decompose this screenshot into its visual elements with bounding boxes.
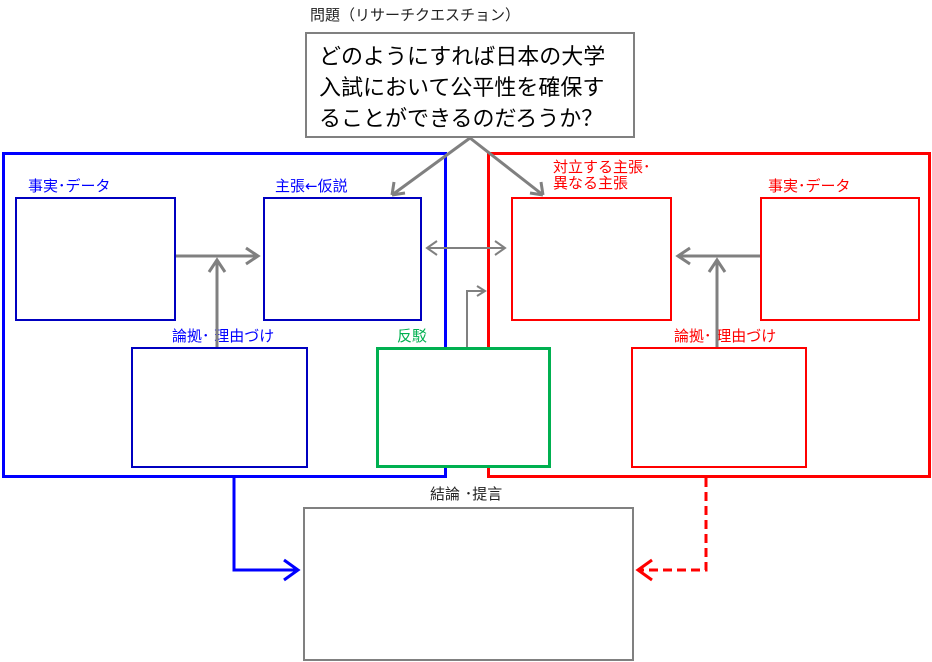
left-facts-label: 事実･データ [28, 177, 111, 195]
conclusion-label: 結論 ･提言 [430, 485, 503, 503]
counter-claim-label-line: 異なる主張 [553, 174, 629, 192]
right-panel [487, 152, 931, 478]
counter-claim-label-line: 対立する主張･ [553, 158, 651, 176]
right-to-conclusion-dashed-arrow [640, 478, 708, 572]
right-warrant-label: 論拠･ 理由づけ [674, 327, 777, 345]
counter-claim-box [511, 197, 672, 321]
question-box: どのようにすれば日本の大学 入試において公平性を確保す ることができるのだろうか… [305, 32, 635, 138]
rebuttal-label: 反駁 [397, 327, 428, 345]
right-to-conclusion-arrowhead [635, 558, 653, 582]
counter-claim-label: 対立する主張･異なる主張 [553, 159, 651, 191]
right-facts-label: 事実･データ [768, 177, 851, 195]
left-warrant-box [131, 347, 308, 468]
left-warrant-label: 論拠･ 理由づけ [172, 327, 275, 345]
question-line: ることができるのだろうか？ [319, 107, 604, 132]
question-label: 問題（リサーチクエスチョン） [310, 6, 521, 24]
left-claim-box [263, 197, 422, 321]
left-panel [2, 152, 447, 478]
rebuttal-box [376, 347, 551, 468]
left-to-conclusion-arrow [232, 478, 301, 582]
conclusion-box [303, 507, 634, 661]
right-facts-box [760, 197, 920, 321]
left-claim-label: 主張←仮説 [275, 177, 348, 195]
rebuttal-arrow [466, 285, 487, 347]
right-warrant-box [631, 347, 807, 468]
question-line: 入試において公平性を確保す [319, 76, 605, 101]
question-line: どのようにすれば日本の大学 [319, 45, 606, 70]
left-facts-box [15, 197, 176, 321]
